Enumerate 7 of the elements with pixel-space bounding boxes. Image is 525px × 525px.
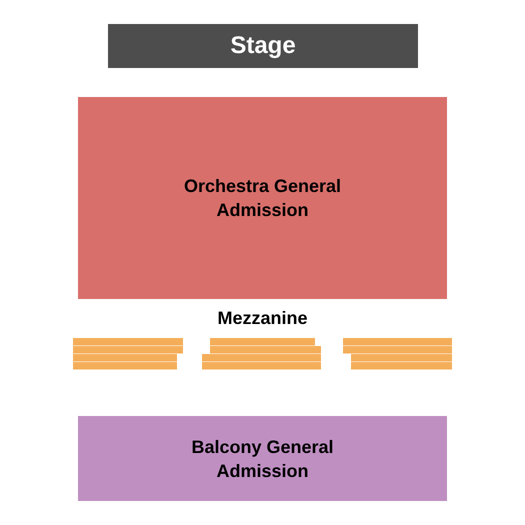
section-label: Stage [230, 34, 296, 58]
stage-area [108, 24, 418, 68]
balcony-section [78, 416, 447, 501]
orchestra-section [78, 97, 447, 299]
section-label: Mezzanine [216, 308, 309, 329]
section-label: Orchestra General Admission [182, 175, 342, 222]
section-label: Balcony General Admission [190, 436, 335, 482]
